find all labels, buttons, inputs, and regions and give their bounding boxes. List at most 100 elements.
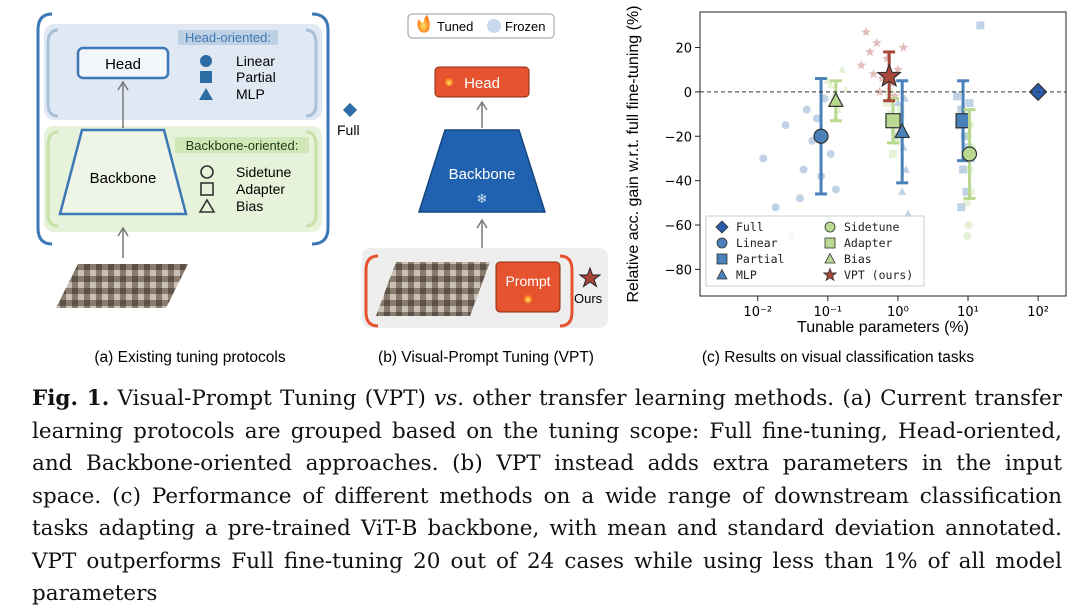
task-point [963, 232, 972, 241]
task-point [893, 98, 902, 107]
task-point [960, 132, 969, 141]
mean-marker [961, 146, 978, 162]
full-method-label: Full [337, 122, 360, 138]
vpt-star-icon [578, 266, 602, 288]
task-point [865, 46, 875, 57]
mean-marker [813, 128, 829, 144]
legend-label: Bias [844, 252, 872, 266]
panel-c-caption: (c) Results on visual classification tas… [702, 349, 974, 366]
legend-tuned-label: Tuned [437, 19, 473, 34]
adapter-marker-icon [200, 182, 214, 196]
task-point [953, 92, 962, 101]
y-tick-label: 0 [684, 86, 692, 101]
y-tick-label: −80 [665, 263, 692, 278]
mean-marker [955, 113, 971, 129]
head-tuned-fire-icon [445, 78, 453, 86]
partial-method-label: Partial [236, 69, 276, 85]
bias-method-label: Bias [236, 198, 263, 214]
legend-marker [824, 252, 836, 264]
task-point [802, 105, 811, 114]
task-point [826, 150, 835, 158]
caption-vs: vs. [434, 386, 465, 411]
y-tick-label: −60 [665, 219, 692, 234]
backbone-label-a: Backbone [90, 170, 157, 187]
x-tick-label: 10⁻¹ [814, 305, 843, 320]
adapter-method-label: Adapter [236, 181, 285, 197]
task-point [883, 98, 892, 107]
task-point [874, 86, 885, 97]
backbone-trapezoid-b [417, 129, 547, 213]
full-marker-icon [342, 102, 358, 118]
legend-label: Linear [736, 236, 778, 250]
mlp-marker-icon [199, 88, 213, 100]
task-point [861, 26, 871, 37]
sidetune-method-label: Sidetune [236, 164, 291, 180]
task-point [841, 85, 850, 93]
prompt-label: Prompt [505, 273, 550, 289]
task-point [957, 203, 966, 212]
task-point [959, 165, 968, 174]
task-point [893, 64, 903, 74]
legend-frozen-label: Frozen [505, 19, 545, 34]
y-tick-label: −40 [665, 175, 692, 190]
x-tick-label: 10² [1027, 305, 1049, 320]
tuned-frozen-legend [407, 13, 555, 39]
snowflake-icon [487, 19, 501, 33]
task-point [898, 187, 907, 195]
task-point [976, 21, 985, 30]
panel-a-caption: (a) Existing tuning protocols [94, 349, 286, 366]
legend-marker [824, 237, 836, 249]
legend-marker [824, 221, 836, 233]
task-point [877, 73, 888, 83]
backbone-trapezoid-a [58, 128, 188, 216]
task-point [868, 68, 879, 79]
figure-caption: Fig. 1. Visual-Prompt Tuning (VPT) vs. o… [32, 383, 1062, 611]
task-point [893, 136, 902, 145]
input-image-b [376, 262, 490, 316]
prompt-box [495, 261, 561, 313]
bias-marker-icon [198, 198, 216, 213]
head-box-b [434, 66, 530, 98]
sidetune-marker-icon [200, 165, 214, 179]
x-tick-label: 10⁰ [887, 305, 909, 320]
head-label-b: Head [464, 75, 500, 92]
caption-text-after: other transfer learning methods. (a) Cur… [32, 386, 1062, 606]
task-point [965, 98, 974, 107]
legend-label: Adapter [844, 236, 893, 250]
caption-text-before: Visual-Prompt Tuning (VPT) [109, 386, 435, 411]
task-point [962, 187, 971, 196]
legend-label: Sidetune [844, 220, 899, 234]
panel-b-caption: (b) Visual-Prompt Tuning (VPT) [378, 349, 594, 366]
mean-marker [885, 113, 901, 129]
task-point [799, 165, 808, 174]
x-tick-label: 10⁻² [743, 305, 772, 320]
legend-marker [716, 268, 728, 280]
figure-panels: Head Backbone Head-oriented: Linear Part… [36, 5, 1067, 366]
legend-label: Full [736, 220, 764, 234]
backbone-frozen-snowflake-icon: ❄ [477, 192, 488, 207]
panel-a: Head Backbone Head-oriented: Linear Part… [36, 12, 360, 366]
input-image-a [56, 264, 188, 308]
task-point [831, 185, 840, 194]
legend-marker [716, 253, 728, 265]
task-point [871, 37, 882, 48]
task-point [838, 65, 847, 73]
task-point [962, 198, 971, 207]
mlp-method-label: MLP [236, 86, 265, 102]
legend-marker [715, 220, 729, 234]
task-point [964, 221, 973, 229]
fire-icon [417, 15, 430, 33]
task-point [826, 80, 835, 89]
prompt-tuned-fire-icon [524, 295, 532, 303]
figure-label: Fig. 1. [32, 386, 110, 411]
task-point [901, 165, 910, 173]
legend-label: MLP [736, 268, 757, 282]
head-box-a [76, 46, 170, 80]
backbone-label-b: Backbone [449, 166, 516, 183]
task-point [898, 42, 909, 52]
task-point [889, 91, 900, 101]
mean-markers [813, 50, 1048, 200]
legend-marker [822, 267, 838, 282]
